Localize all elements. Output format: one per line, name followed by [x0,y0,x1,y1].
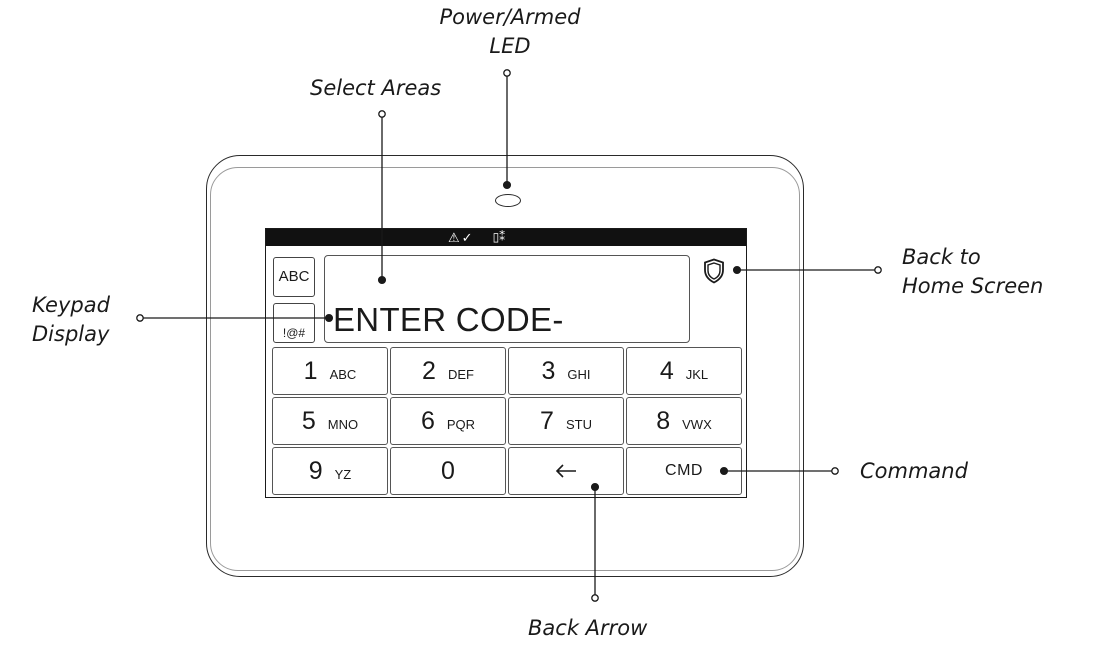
key-9[interactable]: 9 YZ [272,447,388,495]
door-tamper-icon: ▯⁑ [492,230,506,244]
key-letters: ABC [329,366,357,382]
leader-open-end [831,467,839,475]
callout-back-arrow: Back Arrow [528,616,648,640]
key-letters: JKL [685,366,709,382]
abc-button-label: ABC [278,268,310,285]
callout-line: Keypad [32,293,110,317]
callout-command: Command [860,459,968,483]
check-icon: ✓ [461,230,473,245]
leader-open-end [503,69,511,77]
warning-triangle-icon: ⚠ [448,230,460,245]
key-number: 1 [303,357,318,385]
callout-back-to-home: Back to Home Screen [902,243,1043,301]
select-areas-display[interactable]: ENTER CODE- [324,255,690,343]
key-number: 2 [422,357,436,385]
key-number: 9 [308,457,323,485]
key-number: 8 [656,407,671,435]
cmd-button[interactable]: CMD [626,447,742,495]
abc-button[interactable]: ABC [273,257,315,297]
key-letters: PQR [446,416,476,432]
key-number: 3 [541,357,556,385]
callout-line: Display [32,322,110,346]
callout-keypad-display: Keypad Display [32,291,110,349]
leader-open-end [378,110,386,118]
back-arrow-button[interactable] [508,447,624,495]
key-letters: GHI [567,366,591,382]
shield-home-icon[interactable] [703,258,725,284]
key-letters: MNO [327,416,359,432]
key-number: 7 [540,407,554,435]
callout-line: Home Screen [902,274,1044,298]
callout-line: Power/Armed [439,5,581,29]
symbols-button-label: !@# [282,326,306,340]
key-0[interactable]: 0 [390,447,506,495]
key-1[interactable]: 1 ABC [272,347,388,395]
leader-open-end [591,594,599,602]
key-letters: VWX [682,416,712,432]
key-number: 6 [420,407,435,435]
key-5[interactable]: 5 MNO [272,397,388,445]
touch-screen: ⚠ ✓ ▯⁑ ABC !@# ENTER CODE- 1 ABC 2 DEF 3 GH… [265,228,747,498]
callout-power-armed-led: Power/Armed LED [427,3,593,61]
callout-select-areas: Select Areas [310,76,442,100]
key-8[interactable]: 8 VWX [626,397,742,445]
key-letters: STU [565,416,592,432]
power-armed-led-icon [495,194,521,207]
key-letters: YZ [334,466,352,482]
keypad-device-bezel [210,167,800,571]
keypad-display-text: ENTER CODE- [333,301,564,338]
key-letters: DEF [447,366,474,382]
key-number: 5 [301,407,316,435]
callout-line: LED [489,34,531,58]
key-7[interactable]: 7 STU [508,397,624,445]
key-3[interactable]: 3 GHI [508,347,624,395]
callout-line: Back to [902,245,981,269]
key-6[interactable]: 6 PQR [390,397,506,445]
back-arrow-icon [555,464,576,478]
key-4[interactable]: 4 JKL [626,347,742,395]
leader-open-end [136,314,144,322]
key-2[interactable]: 2 DEF [390,347,506,395]
key-number: 4 [659,357,674,385]
leader-open-end [874,266,882,274]
cmd-button-label: CMD [665,462,703,479]
symbols-button[interactable]: !@# [273,303,315,343]
status-bar: ⚠ ✓ ▯⁑ [266,229,746,246]
key-number: 0 [441,457,455,485]
